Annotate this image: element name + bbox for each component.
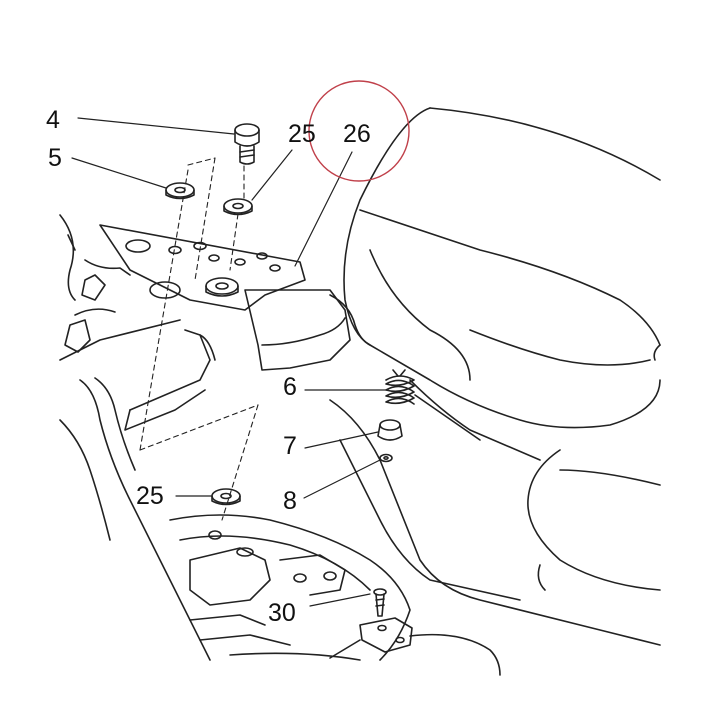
seat-outline	[343, 107, 661, 591]
callout-4: 4	[46, 106, 60, 134]
washer-part-25-upper	[223, 198, 253, 216]
leader-lines	[71, 117, 387, 607]
assembly-dashed-lines	[139, 157, 259, 521]
bracket-plate	[99, 224, 371, 371]
screw-part-30	[373, 588, 387, 617]
callout-7: 7	[283, 432, 297, 460]
seat-latch	[329, 617, 501, 676]
washer-part-25-lower	[211, 488, 241, 506]
callout-6: 6	[283, 373, 297, 401]
callout-25-upper: 25	[288, 120, 316, 148]
callout-26: 26	[343, 120, 371, 148]
callout-8: 8	[283, 487, 297, 515]
lower-base-plate	[169, 514, 411, 661]
bracket-holes	[125, 239, 281, 299]
bushing-part-7	[377, 419, 403, 441]
nut-part-8	[379, 453, 393, 463]
tail-panel	[329, 379, 661, 646]
spacer-on-bracket	[205, 277, 239, 297]
highlight-circle	[308, 80, 410, 182]
callout-30: 30	[268, 599, 296, 627]
spring-part-6	[385, 369, 415, 405]
left-body-panel	[59, 214, 216, 661]
washer-part-5	[165, 182, 195, 200]
bolt-part-4	[234, 123, 260, 165]
callout-25-lower: 25	[136, 482, 164, 510]
callout-5: 5	[48, 144, 62, 172]
